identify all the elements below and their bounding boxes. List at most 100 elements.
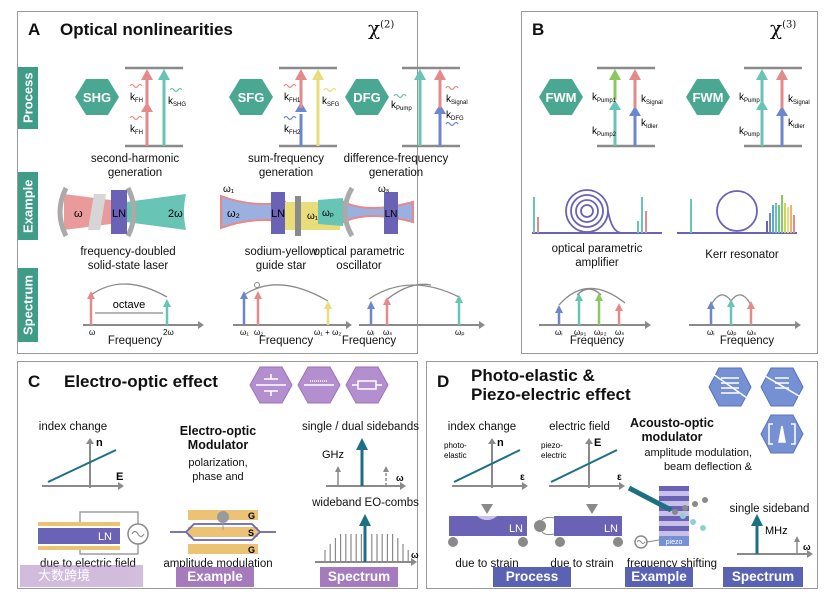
eo-spectrum-heading-1: single / dual sidebands xyxy=(302,421,419,433)
svg-text:ω: ω xyxy=(396,473,404,483)
octave-label: octave xyxy=(113,299,145,311)
aom-subtitle: amplitude modulation,beam deflection & xyxy=(644,447,752,473)
sfg-hex-label: SFG xyxy=(238,90,265,105)
svg-text:ωᵢ: ωᵢ xyxy=(707,328,715,337)
svg-text:piezo: piezo xyxy=(666,539,683,546)
svg-text:ωᵢ: ωᵢ xyxy=(555,328,563,337)
shg-energy-diagram: SHG kFH kFH kSHG xyxy=(75,66,186,148)
svg-text:kPump2: kPump2 xyxy=(592,126,617,138)
svg-text:ωᵢ: ωᵢ xyxy=(367,328,375,337)
shg-spectrum-axis-label: Frequency xyxy=(107,335,163,347)
svg-text:kPump1: kPump1 xyxy=(592,92,617,104)
svg-text:GHz: GHz xyxy=(322,449,344,461)
row-tab-process: Process xyxy=(18,67,38,129)
panel-letter: C xyxy=(28,372,41,391)
dfg-spectrum: ωᵢ ωₛ ωₚ xyxy=(359,283,485,337)
dfg-hexagon xyxy=(345,79,389,115)
eo-index-plot: n E xyxy=(42,437,124,490)
ao-spectrum-heading: single sideband xyxy=(729,503,810,515)
svg-text:2ω: 2ω xyxy=(163,328,174,337)
sfg-spectrum-axis-label: Frequency xyxy=(258,335,314,347)
svg-text:n: n xyxy=(497,437,504,449)
svg-text:ω₂: ω₂ xyxy=(254,328,263,337)
tab-process: Process xyxy=(493,567,571,587)
svg-text:2ω: 2ω xyxy=(168,208,183,220)
svg-text:FWM: FWM xyxy=(545,90,576,105)
svg-text:kSignal: kSignal xyxy=(641,94,663,106)
svg-text:kFH: kFH xyxy=(130,92,143,104)
panel-b-third-order: B χ(3) FWM kPump1 kPump2 kSignal kIdler … xyxy=(521,11,818,354)
svg-text:ω: ω xyxy=(411,550,419,560)
svg-text:G: G xyxy=(248,511,255,521)
svg-text:ω₁ + ω₂: ω₁ + ω₂ xyxy=(314,328,341,337)
tab-spectrum: Spectrum xyxy=(723,567,803,587)
svg-text:ωₛ: ωₛ xyxy=(747,328,756,337)
svg-text:kSHG: kSHG xyxy=(168,96,186,108)
sfg-hexagon xyxy=(229,79,273,115)
panel-d-photo-piezo: D Photo-elastic &Piezo-electric effect i… xyxy=(426,361,818,589)
dfg-spectrum-axis-label: Frequency xyxy=(341,335,397,347)
svg-text:ω: ω xyxy=(89,328,95,337)
dfg-hex-label: DFG xyxy=(353,90,380,105)
svg-text:FWM: FWM xyxy=(692,90,723,105)
svg-text:LN: LN xyxy=(385,209,398,220)
svg-text:ωₚ₁: ωₚ₁ xyxy=(574,328,587,337)
svg-text:LN: LN xyxy=(112,208,126,220)
kerr-spectrum: ωᵢ ωₚ ωₛ xyxy=(689,294,801,337)
tab-example: Example xyxy=(176,567,254,587)
pe-process-heading: index change xyxy=(447,421,517,433)
svg-text:piezo-: piezo- xyxy=(541,441,563,450)
row-tab-example: Example xyxy=(18,172,38,240)
svg-text:ωₚ: ωₚ xyxy=(727,328,737,337)
svg-text:n: n xyxy=(96,437,103,449)
svg-text:ε: ε xyxy=(520,472,525,483)
svg-text:LN: LN xyxy=(604,523,618,535)
piezoelectric-beam: LN xyxy=(534,504,623,547)
rf-source-icon xyxy=(217,511,229,523)
svg-text:LN: LN xyxy=(98,531,112,543)
svg-text:ωₛ: ωₛ xyxy=(378,184,390,195)
sfg-spectrum: ω₁ ω₂ ω₁ + ω₂ xyxy=(233,282,352,337)
svg-text:LN: LN xyxy=(271,208,285,220)
eo-ln-electrode-diagram: LN xyxy=(38,511,149,555)
panel-c-electro-optic: C Electro-optic effect index change n E … xyxy=(17,361,419,589)
chi-3-symbol: χ(3) xyxy=(770,16,797,40)
shg-spectrum: octave ω 2ω xyxy=(83,283,204,337)
fwm-kerr-energy-diagram: FWM kPump kPump kSignal kIdler xyxy=(686,66,810,148)
svg-text:E: E xyxy=(116,471,123,483)
shg-hex-label: SHG xyxy=(83,90,111,105)
svg-text:ωₚ: ωₚ xyxy=(322,208,334,219)
svg-text:electric: electric xyxy=(541,451,566,460)
svg-text:S: S xyxy=(248,528,254,538)
fwm-opa-energy-diagram: FWM kPump1 kPump2 kSignal kIdler xyxy=(539,66,663,148)
svg-text:ω₁: ω₁ xyxy=(223,184,235,195)
eo-spectrum-heading-2: wideband EO-combs xyxy=(312,497,419,509)
svg-text:kFH2: kFH2 xyxy=(284,124,301,136)
panel-title: Photo-elastic &Piezo-electric effect xyxy=(471,366,631,404)
mzm-diagram: G S G xyxy=(170,510,276,555)
svg-text:ω₁: ω₁ xyxy=(240,328,249,337)
svg-text:photo-: photo- xyxy=(444,441,467,450)
watermark: 大数跨境 xyxy=(20,565,143,587)
photoelastic-beam: LN xyxy=(448,504,528,547)
kerr-spectrum-axis-label: Frequency xyxy=(719,335,775,347)
svg-text:kDFG: kDFG xyxy=(446,110,464,122)
panel-letter: A xyxy=(28,20,41,39)
svg-text:ωₛ: ωₛ xyxy=(383,328,392,337)
sfg-energy-diagram: SFG kFH1 kFH2 kSFG xyxy=(229,66,340,148)
eo-modulator-subtitle: polarization,phase and xyxy=(188,457,248,483)
panel-a-optical-nonlinearities: A Optical nonlinearities χ(2) Process Ex… xyxy=(17,11,485,354)
svg-text:kSignal: kSignal xyxy=(788,94,810,106)
svg-text:LN: LN xyxy=(509,523,523,535)
eo-device-hexagons xyxy=(249,366,389,404)
svg-text:kIdler: kIdler xyxy=(641,118,658,130)
photoelastic-plot: photo- elastic n ε xyxy=(444,437,528,490)
svg-text:kPump: kPump xyxy=(739,126,760,138)
svg-text:ω: ω xyxy=(74,208,83,220)
svg-text:kSignal: kSignal xyxy=(446,94,468,106)
opa-spectrum-axis-label: Frequency xyxy=(569,335,625,347)
